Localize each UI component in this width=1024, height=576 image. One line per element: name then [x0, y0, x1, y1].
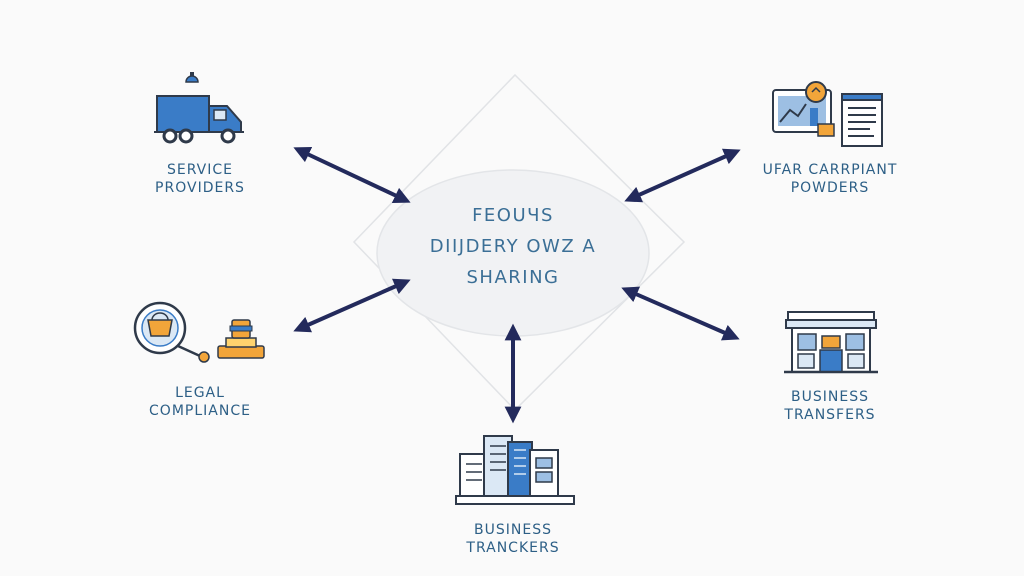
center-label: FEOUЧS DIIJDERY OWZ A SHARING [400, 200, 626, 293]
center-label-line-3: SHARING [466, 267, 560, 288]
arrow-business-transfers-right [621, 286, 740, 341]
label-business-transfers-bottom: BUSINESS TRANCKERS [466, 522, 560, 556]
arrow-legal-compliance [293, 278, 411, 333]
label-business-transfers-right: BUSINESS TRANSFERS [784, 389, 876, 423]
truck-icon [154, 72, 244, 144]
analytics-document-icon [772, 81, 883, 147]
office-buildings-icon [455, 435, 575, 505]
arrow-third-party [624, 148, 741, 203]
center-label-line-2: DIIJDERY OWZ A [429, 236, 597, 257]
center-label-line-1: FEOUЧS [472, 205, 554, 226]
label-legal-compliance: LEGAL COMPLIANCE [149, 385, 251, 419]
label-third-party: UFAR CARRPIANT POWDERS [762, 162, 898, 196]
storefront-icon [784, 311, 878, 374]
arrow-service-providers [293, 146, 411, 204]
gavel-icon [133, 301, 265, 363]
label-service-providers: SERVICE PROVIDERS [155, 162, 245, 196]
